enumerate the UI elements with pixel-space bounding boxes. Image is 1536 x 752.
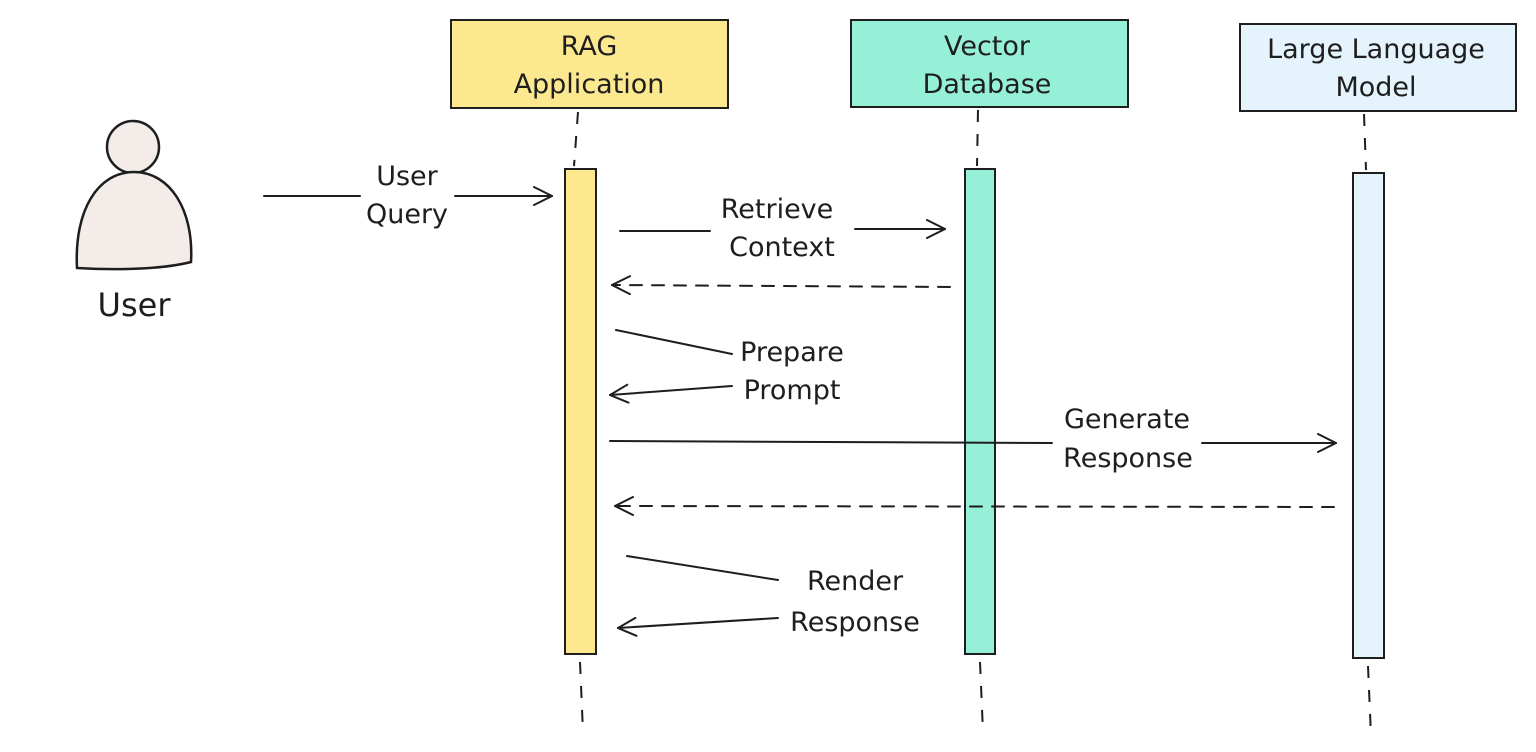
return-arrow-vector-database	[612, 285, 951, 287]
participant-rag-application-box	[450, 19, 729, 109]
participant-rag-application: RAG Application	[450, 19, 729, 733]
lifeline-rag-top	[573, 111, 579, 167]
user-actor-body	[75, 170, 193, 271]
participant-llm-title-line1: Large Language	[1267, 34, 1485, 65]
message-user-query: User Query	[263, 161, 553, 230]
message-generate-response-line-a	[609, 440, 1053, 444]
participant-vector-database-title-line1: Vector	[944, 31, 1031, 62]
message-user-query-label-line1: User	[376, 161, 438, 192]
message-user-query-label-line2: Query	[366, 199, 448, 230]
return-arrow-llm	[615, 506, 1335, 507]
message-prepare-prompt: Prepare Prompt	[610, 329, 844, 406]
message-prepare-prompt-arrow	[610, 386, 733, 395]
message-generate-response-label-line2: Response	[1063, 443, 1193, 474]
lifeline-llm-top	[1363, 113, 1367, 171]
message-retrieve-context-label-line2: Context	[729, 232, 835, 263]
participant-llm-box	[1239, 23, 1517, 112]
message-render-response: Render Response	[618, 555, 920, 638]
message-prepare-prompt-label-line2: Prompt	[744, 375, 841, 406]
message-retrieve-context-label-line1: Retrieve	[721, 194, 834, 225]
message-generate-response-label-line1: Generate	[1064, 404, 1190, 435]
participant-vector-database-box	[850, 19, 1129, 108]
lifeline-vector-top	[976, 109, 979, 167]
participant-large-language-model: Large Language Model	[1239, 23, 1517, 737]
participant-vector-database: Vector Database	[850, 19, 1129, 733]
lifeline-llm-bottom	[1367, 665, 1372, 737]
user-actor: User	[75, 119, 193, 324]
message-render-response-arrow	[618, 618, 779, 628]
message-prepare-prompt-label-line1: Prepare	[740, 337, 844, 368]
lifeline-rag-bottom	[579, 661, 584, 733]
message-retrieve-context: Retrieve Context	[619, 194, 946, 263]
message-render-response-label-line2: Response	[790, 607, 920, 638]
participant-rag-application-title-line1: RAG	[561, 31, 618, 62]
lifeline-vector-bottom	[979, 661, 984, 733]
user-actor-head	[105, 119, 161, 175]
activation-bar-llm	[1352, 172, 1385, 659]
message-render-response-line-a	[626, 555, 779, 581]
activation-bar-rag-application	[564, 168, 597, 655]
user-actor-label: User	[98, 286, 172, 324]
participant-llm-title-line2: Model	[1335, 72, 1416, 103]
message-generate-response: Generate Response	[609, 404, 1337, 474]
message-prepare-prompt-line-a	[615, 329, 733, 355]
message-render-response-label-line1: Render	[807, 566, 904, 597]
participant-vector-database-title-line2: Database	[923, 69, 1052, 100]
activation-bar-vector-database	[964, 168, 996, 655]
participant-rag-application-title-line2: Application	[514, 69, 665, 100]
